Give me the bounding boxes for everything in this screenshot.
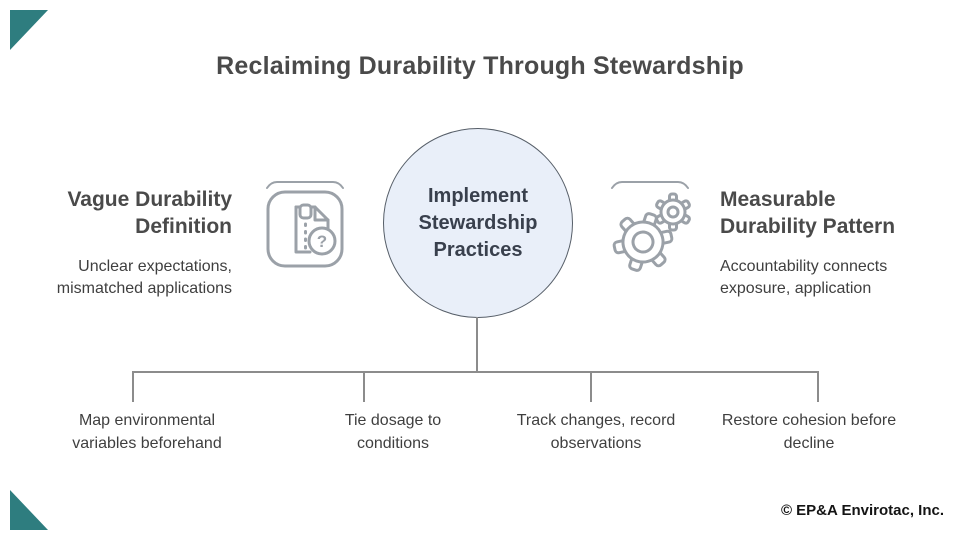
connector-stub-1 [132,371,134,402]
connector-horizontal-line [132,371,819,373]
connector-stem [476,317,478,372]
corner-accent-top-left [10,10,48,50]
connector-stub-3 [590,371,592,402]
left-heading: Vague Durability Definition [67,188,232,238]
connector-stub-4 [817,371,819,402]
right-description: Accountability connects exposure, applic… [720,258,888,297]
right-section: Measurable Durability Pattern Accountabi… [720,186,926,300]
right-heading: Measurable Durability Pattern [720,188,896,238]
step-label-1: Map environmental variables beforehand [72,412,222,452]
connector-stub-2 [363,371,365,402]
copyright-text: © EP&A Envirotac, Inc. [780,502,944,519]
zip-file-question-icon: ? [260,179,350,275]
left-section: Vague Durability Definition Unclear expe… [30,186,232,300]
step-label-4: Restore cohesion before decline [721,412,897,452]
svg-text:?: ? [317,232,327,251]
step-label-3: Track changes, record observations [516,412,676,452]
center-node: Implement Stewardship Practices [383,128,573,318]
gears-icon [605,179,695,275]
corner-accent-bottom-left [10,490,48,530]
left-description: Unclear expectations, mismatched applica… [56,258,232,297]
slide-title: Reclaiming Durability Through Stewardshi… [216,52,744,80]
step-label-2: Tie dosage to conditions [344,412,442,452]
center-node-label: Implement Stewardship Practices [418,184,538,261]
